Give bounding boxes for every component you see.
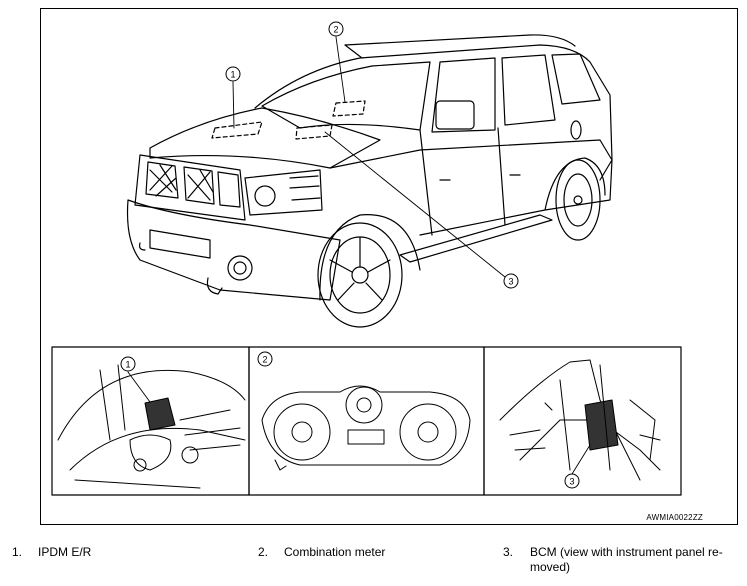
callout-label-3-inset: 3 [569,477,574,487]
legend-text: Combination meter [284,545,386,559]
legend-number: 1. [12,545,23,559]
callout-label-2-main: 2 [333,25,338,35]
callout-circle-1-main [225,66,241,82]
leader-lines [232,36,506,278]
callout-label-3-main: 3 [508,277,513,287]
figure-frame [40,8,738,525]
legend-text-wrapped: BCM (view with instrument panel re- move… [530,545,740,575]
inset-bcm [499,359,661,481]
component-markers [211,100,366,140]
callout-circle-3-inset [564,473,580,489]
callout-circle-3-main [503,273,519,289]
legend-text-line-2: moved) [530,560,571,574]
legend-text-line-1: BCM (view with instrument panel re- [530,545,723,559]
callout-circle-2-main [328,21,344,37]
inset-combination-meter [261,385,471,471]
callout-label-1-main: 1 [230,70,235,80]
callout-circle-2-inset [257,351,273,367]
legend-text: IPDM E/R [38,545,92,559]
suv-illustration [126,34,613,328]
callout-label-2-inset: 2 [262,355,267,365]
figure-code: AWMIA0022ZZ [646,513,703,522]
legend-number: 2. [258,545,269,559]
legend-number: 3. [503,545,514,559]
callout-label-1-inset: 1 [125,360,130,370]
inset-engine-bay [57,364,246,489]
callout-circle-1-inset [120,356,136,372]
inset-panels [51,346,682,496]
